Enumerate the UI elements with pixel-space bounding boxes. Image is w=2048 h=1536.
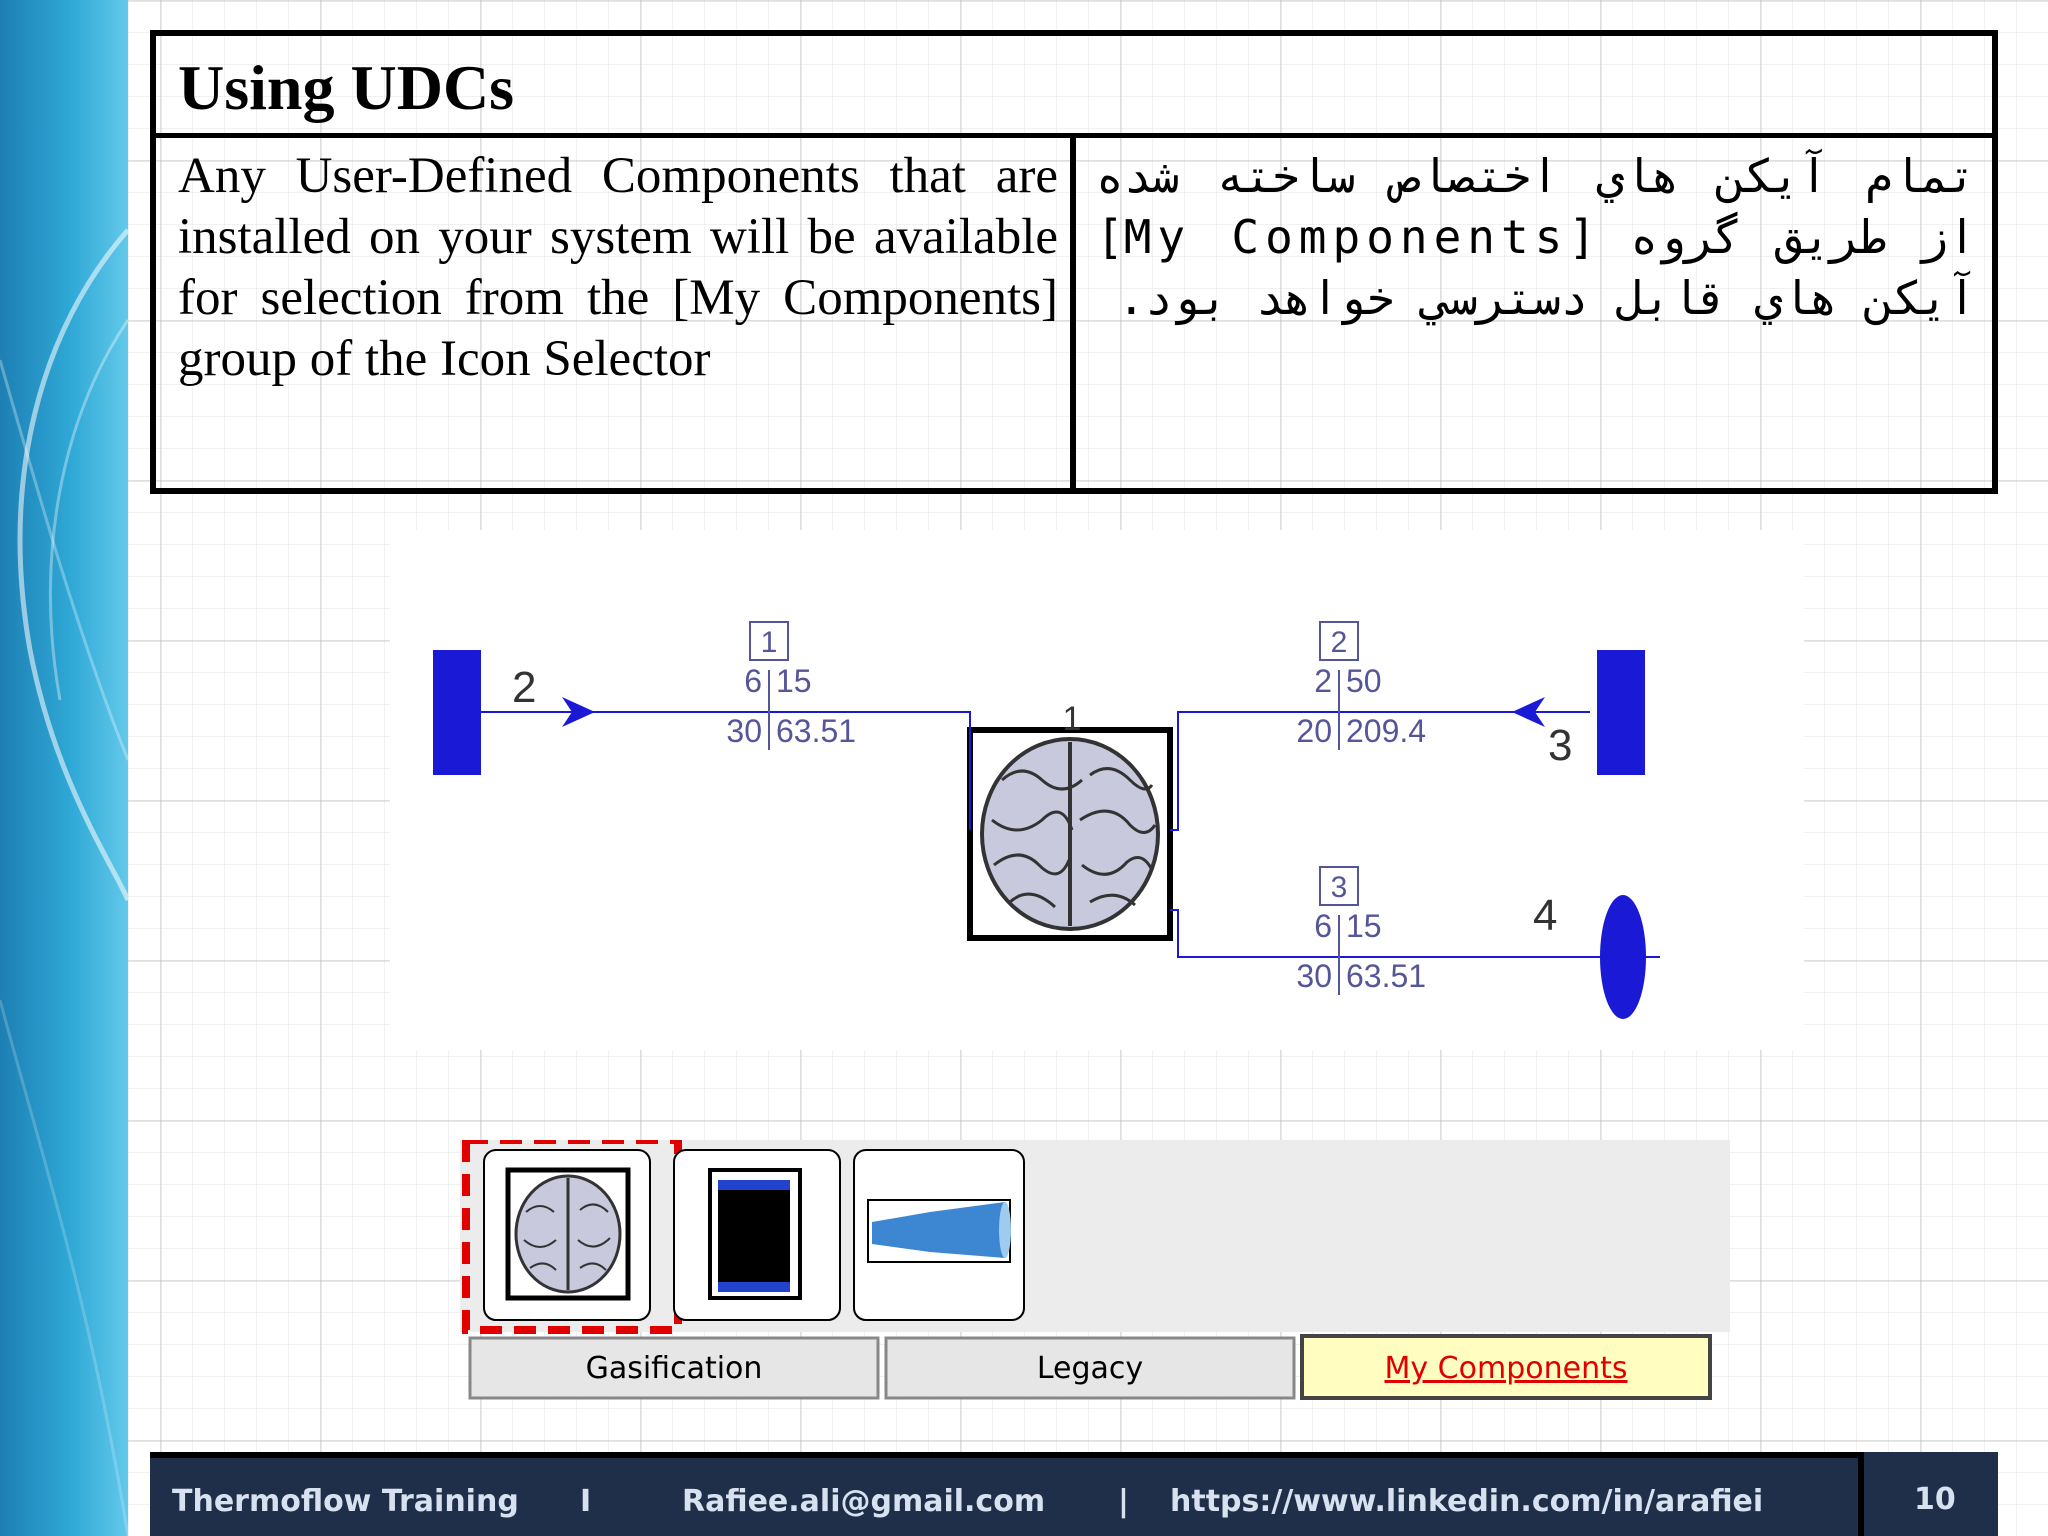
nozzle-icon — [867, 1199, 1011, 1263]
node-label-4: 4 — [1533, 891, 1557, 940]
footer-brand: Thermoflow Training — [172, 1484, 519, 1519]
icon-selector: Gasification Legacy My Components — [460, 1140, 1730, 1400]
stream-1-arrow-icon — [562, 697, 595, 727]
stream-1-id-box — [749, 621, 789, 661]
persian-description: تمام آيکن هاي اختصاص ساخته شده از طريق گ… — [1096, 149, 1976, 325]
tab-my-components[interactable]: My Components — [1300, 1334, 1712, 1400]
footer-url: https://www.linkedin.com/in/arafiei — [1170, 1484, 1764, 1519]
stream-2-arrow-icon — [1512, 697, 1545, 727]
stream-2-id-box — [1319, 621, 1359, 661]
source-node-3[interactable] — [1597, 650, 1645, 775]
source-node-2[interactable] — [433, 650, 481, 775]
drum-icon — [718, 1180, 790, 1292]
title-cell: Using UDCs — [156, 36, 1992, 138]
decorative-side-band — [0, 0, 128, 1536]
node-label-2: 2 — [512, 663, 536, 712]
stream-3-top-left: 6 — [1314, 908, 1332, 944]
icon-slot-nozzle[interactable] — [853, 1149, 1025, 1321]
footer-separator: | — [1118, 1484, 1129, 1519]
stream-2-bottom-right: 209.4 — [1346, 713, 1426, 749]
stream-2-bottom-left: 20 — [1296, 713, 1332, 749]
footer-separator: I — [580, 1484, 592, 1519]
footer-email: Rafiee.ali@gmail.com — [682, 1484, 1046, 1519]
component-number: 1 — [1063, 700, 1082, 738]
inlet-2-connector — [1170, 711, 1280, 831]
outlet-connector — [1170, 909, 1660, 958]
footer-bar: Thermoflow Training I Rafiee.ali@gmail.c… — [150, 1452, 1998, 1536]
stream-3-id: 3 — [1331, 871, 1348, 904]
tab-label: My Components — [1385, 1351, 1628, 1386]
stream-1-id: 1 — [761, 626, 778, 659]
sink-node-4[interactable] — [1600, 895, 1646, 1019]
udc-component-1[interactable] — [967, 727, 1173, 941]
stream-1-top-left: 6 — [744, 663, 762, 699]
stream-3-id-box — [1319, 866, 1359, 906]
icon-slot-brain[interactable] — [483, 1149, 651, 1321]
stream-3-bottom-left: 30 — [1296, 958, 1332, 994]
content-table: Using UDCs Any User-Defined Components t… — [150, 30, 1998, 494]
stream-2-top-left: 2 — [1314, 663, 1332, 699]
english-description: Any User-Defined Components that are ins… — [178, 148, 1058, 387]
stream-3-top-right: 15 — [1346, 908, 1382, 944]
stream-2-id: 2 — [1331, 626, 1348, 659]
brain-icon — [980, 737, 1160, 931]
tab-gasification[interactable]: Gasification — [468, 1336, 880, 1400]
tab-label: Gasification — [586, 1351, 763, 1386]
stream-1-bottom-left: 30 — [726, 713, 762, 749]
tab-legacy[interactable]: Legacy — [884, 1336, 1296, 1400]
page-number-box: 10 — [1858, 1452, 1998, 1536]
stream-3-bottom-right: 63.51 — [1346, 958, 1426, 994]
stream-2-top-right: 50 — [1346, 663, 1382, 699]
node-label-3: 3 — [1548, 721, 1572, 770]
inlet-1-connector — [848, 711, 971, 830]
icon-tray — [460, 1140, 1730, 1332]
slide-title: Using UDCs — [178, 52, 515, 123]
icon-slot-drum[interactable] — [673, 1149, 841, 1321]
stream-1-bottom-right: 63.51 — [776, 713, 856, 749]
brain-icon — [514, 1174, 622, 1294]
flow-diagram: 2 1 6 15 30 63.51 1 2 2 50 20 209.4 — [390, 530, 1804, 1050]
english-cell: Any User-Defined Components that are ins… — [156, 138, 1076, 488]
stream-1-top-right: 15 — [776, 663, 812, 699]
page-number: 10 — [1914, 1482, 1956, 1517]
tab-label: Legacy — [1037, 1351, 1143, 1386]
